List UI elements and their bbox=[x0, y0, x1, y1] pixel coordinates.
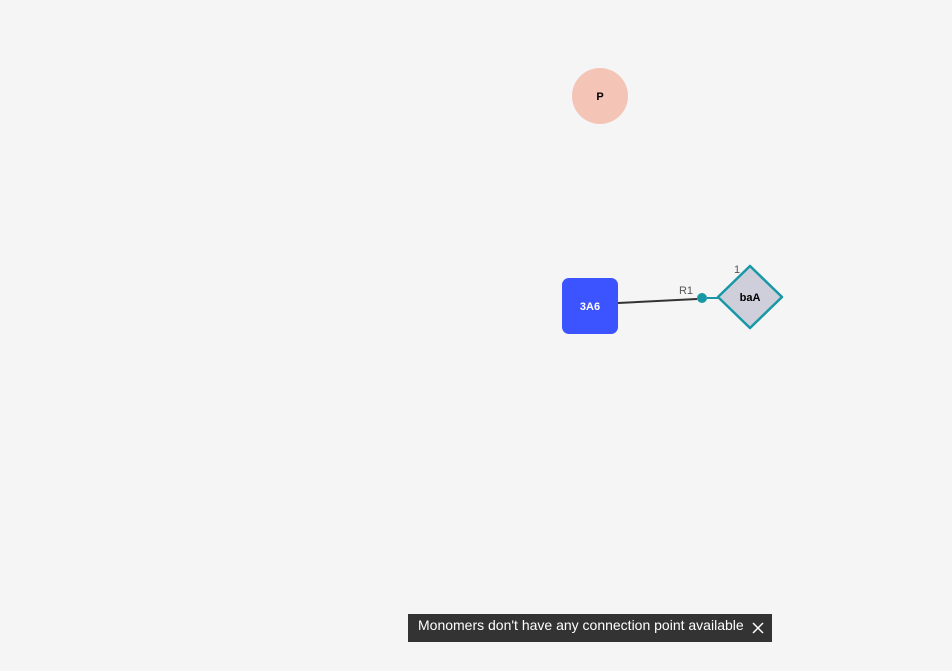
attachment-point-r1[interactable]: R1 bbox=[679, 285, 707, 303]
sugar-label: 3A6 bbox=[580, 301, 600, 313]
monomer-sugar[interactable]: 3A6 bbox=[562, 278, 618, 334]
base-shape bbox=[716, 264, 784, 330]
sugar-shape bbox=[562, 278, 618, 334]
monomer-base[interactable]: baA 1 bbox=[716, 264, 784, 330]
phosphate-shape bbox=[572, 68, 628, 124]
monomer-phosphate[interactable]: P bbox=[572, 68, 628, 124]
notification-toast: Monomers don't have any connection point… bbox=[408, 614, 772, 642]
base-number: 1 bbox=[734, 264, 740, 276]
attachment-point-label: R1 bbox=[679, 285, 693, 297]
bond-line[interactable] bbox=[617, 298, 698, 304]
phosphate-label: P bbox=[596, 91, 603, 103]
toast-message: Monomers don't have any connection point… bbox=[418, 617, 744, 633]
close-icon[interactable] bbox=[744, 614, 772, 642]
attachment-point-dot bbox=[697, 293, 707, 303]
base-label: baA bbox=[740, 292, 761, 304]
close-icon-glyph bbox=[752, 622, 764, 634]
